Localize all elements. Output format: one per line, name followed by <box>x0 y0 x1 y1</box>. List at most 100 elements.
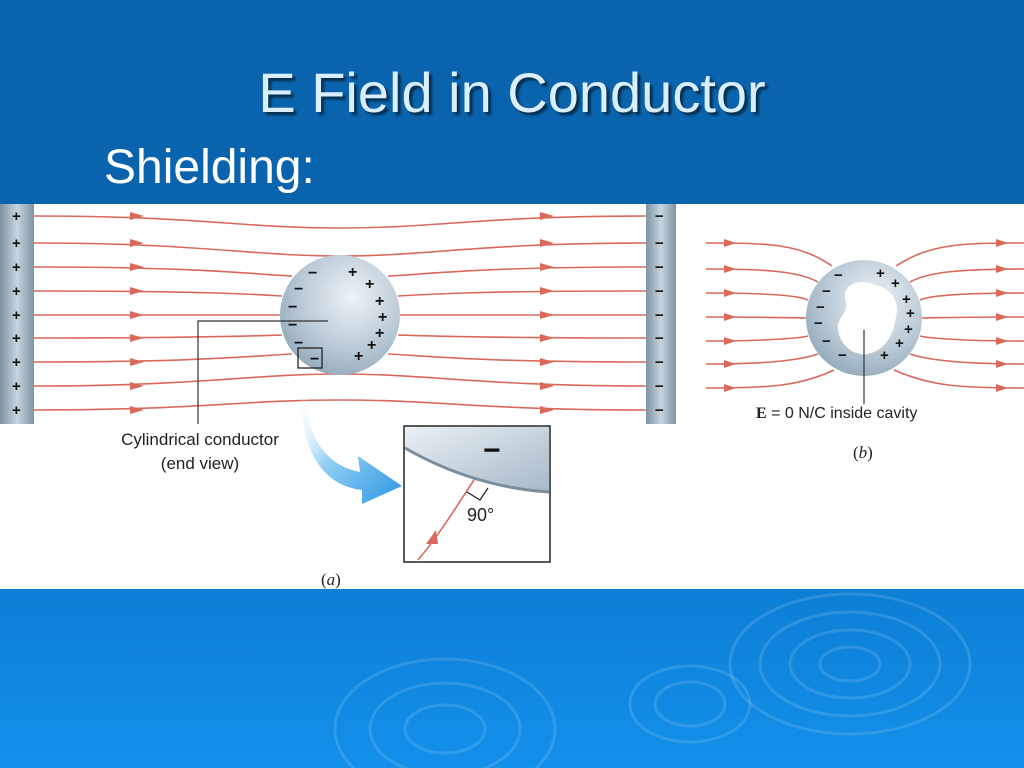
positive-charge: + <box>378 309 387 326</box>
ripple-ring <box>758 610 942 718</box>
negative-charge: − <box>822 283 831 300</box>
plate-charge-sign: + <box>12 402 21 419</box>
field-arrows-b <box>724 239 1008 392</box>
plate-charge-sign: + <box>12 354 21 371</box>
plate-charge-sign: − <box>655 307 664 324</box>
plate-charge-sign: − <box>655 259 664 276</box>
field-line <box>33 334 647 339</box>
plate-charge-sign: + <box>12 330 21 347</box>
conductor-label-line2: (end view) <box>161 454 239 473</box>
negative-charge: − <box>308 265 317 282</box>
field-arrow <box>996 360 1008 368</box>
field-arrow <box>130 287 144 295</box>
field-arrow <box>724 313 736 321</box>
plate-charge-sign: − <box>655 354 664 371</box>
panel-b: − − − − − − + + + + + + + E = 0 N/C insi… <box>705 239 1024 462</box>
positive-charge: + <box>348 264 357 281</box>
positive-charge: + <box>904 321 913 338</box>
field-arrows-a <box>130 212 554 414</box>
field-arrow <box>540 239 554 247</box>
plate-charge-sign: + <box>12 259 21 276</box>
conductor-label-line1: Cylindrical conductor <box>121 430 279 449</box>
caption-b: (b) <box>853 443 873 462</box>
zoom-region-marker <box>297 347 323 369</box>
slide-subtitle: Shielding: <box>104 141 315 194</box>
field-line <box>33 373 647 387</box>
field-arrow <box>724 360 736 368</box>
field-arrow <box>540 334 554 342</box>
field-arrow <box>724 384 736 392</box>
plate-charge-sign: − <box>655 378 664 395</box>
positive-charge: + <box>375 325 384 342</box>
field-arrow <box>540 382 554 390</box>
positive-charge: + <box>375 293 384 310</box>
positive-charge: + <box>895 335 904 352</box>
ripple-ring <box>728 592 972 736</box>
ripple-ring <box>333 657 557 768</box>
plate-charge-sign: − <box>655 283 664 300</box>
plate-charge-sign: − <box>655 235 664 252</box>
negative-charge: − <box>288 317 297 334</box>
field-arrow <box>130 263 144 271</box>
field-arrow <box>996 313 1008 321</box>
field-arrow <box>540 406 554 414</box>
magnify-arrow-icon <box>300 394 402 504</box>
positive-charge: + <box>876 265 885 282</box>
field-line <box>33 399 647 411</box>
negative-charge: − <box>310 351 319 368</box>
field-arrow <box>996 265 1008 273</box>
cylindrical-conductor <box>280 255 400 375</box>
leader-line <box>197 320 328 424</box>
field-line <box>33 290 647 297</box>
conductor-charges: − − − − − − + + + + + + + <box>288 264 387 368</box>
field-arrow <box>996 239 1008 247</box>
positive-charge: + <box>367 337 376 354</box>
field-arrow <box>130 358 144 366</box>
plate-charge-sign: + <box>12 307 21 324</box>
surface-edge <box>404 446 550 494</box>
right-angle-marker <box>466 487 489 501</box>
field-arrow <box>540 311 554 319</box>
plate-charge-sign: + <box>12 235 21 252</box>
field-line <box>33 242 647 257</box>
ripple-ring <box>818 645 882 683</box>
field-line <box>33 353 647 363</box>
zoom-sign: − <box>483 434 501 467</box>
ripple-ring <box>788 628 912 700</box>
field-arrow <box>130 382 144 390</box>
field-arrow <box>130 406 144 414</box>
ripple-ring <box>403 703 487 755</box>
cavity <box>837 282 897 355</box>
plate-charge-sign: − <box>655 402 664 419</box>
negative-charge: − <box>822 333 831 350</box>
cavity-label: E = 0 N/C inside cavity <box>756 405 917 422</box>
ripple-ring <box>368 681 522 768</box>
caption-a: (a) <box>321 570 341 589</box>
negative-charge: − <box>288 299 297 316</box>
positive-charge: + <box>365 276 374 293</box>
ripple-ring <box>653 680 727 728</box>
panel-a: +++++++++ −−−−−−−−− − − − − − − + + + + … <box>0 204 676 589</box>
field-arrow <box>540 287 554 295</box>
field-arrow <box>724 289 736 297</box>
field-arrow <box>130 212 144 220</box>
field-arrow <box>540 212 554 220</box>
positive-charge: + <box>891 275 900 292</box>
positive-charge: + <box>880 347 889 364</box>
field-arrow <box>426 530 438 544</box>
ripple-ring <box>628 664 752 744</box>
field-arrow <box>724 265 736 273</box>
field-arrow <box>996 384 1008 392</box>
positive-charge: + <box>354 348 363 365</box>
field-line-normal <box>417 479 475 561</box>
zoom-inset: − 90° <box>403 425 551 563</box>
negative-plate <box>646 204 676 424</box>
plate-charge-sign: − <box>655 330 664 347</box>
slide-title: E Field in Conductor <box>258 61 766 124</box>
angle-label: 90° <box>467 505 494 525</box>
shielding-figure: +++++++++ −−−−−−−−− − − − − − − + + + + … <box>0 204 1024 589</box>
negative-plate-signs: −−−−−−−−− <box>655 208 664 419</box>
conductor-surface <box>405 427 549 492</box>
plate-charge-sign: + <box>12 283 21 300</box>
field-arrow <box>996 337 1008 345</box>
